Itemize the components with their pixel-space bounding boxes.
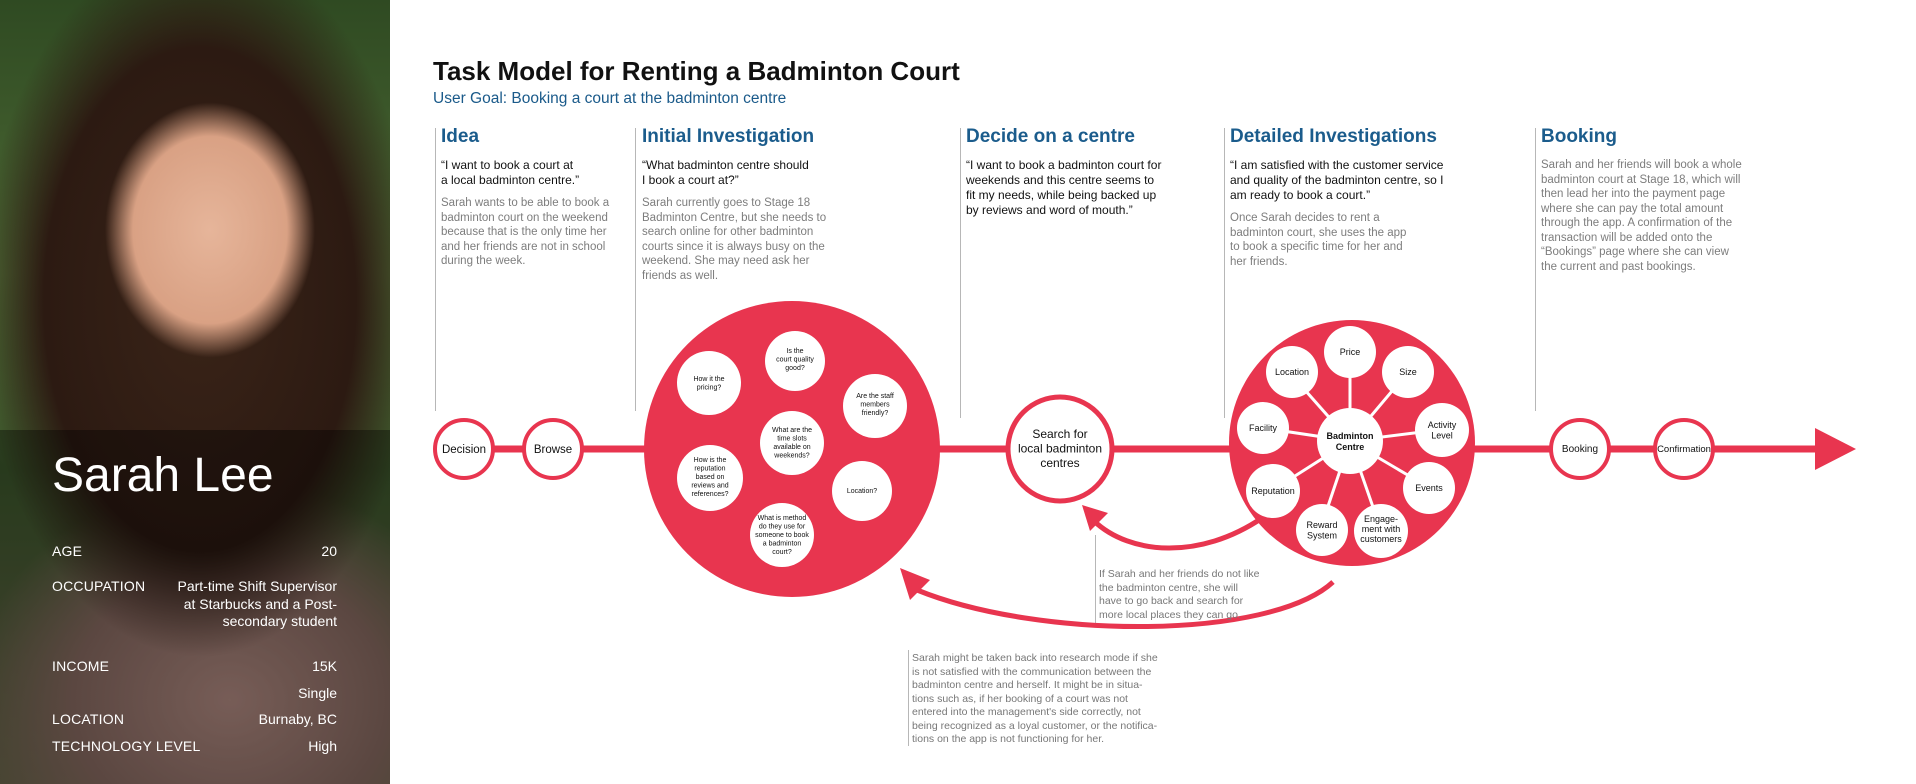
factor-bubble <box>1415 403 1469 457</box>
centre-hub <box>1317 408 1383 474</box>
loop-back-arrow-research-head <box>900 568 930 600</box>
phase-title: Booking <box>1541 126 1617 147</box>
note-loop-back-search: If Sarah and her friends do not like the… <box>1099 568 1260 621</box>
phase-divider <box>435 128 436 411</box>
question-bubble <box>832 461 892 521</box>
step-booking-label: Booking <box>1562 444 1598 455</box>
persona-key: INCOME <box>52 658 110 674</box>
persona-value: Burnaby, BC <box>258 711 337 727</box>
step-booking-circle <box>1549 418 1611 480</box>
factor-label: Reputation <box>1251 486 1295 496</box>
phase-booking: Booking Sarah and her friends will book … <box>1541 126 1781 274</box>
phase-description: Sarah wants to be able to book a badmint… <box>441 197 610 267</box>
persona-name: Sarah Lee <box>52 449 274 502</box>
question-bubble <box>750 503 814 567</box>
phase-description: Sarah currently goes to Stage 18 Badmint… <box>642 197 827 282</box>
persona-key: TECHNOLOGY LEVEL <box>52 738 201 754</box>
persona-value: Part-time Shift Supervisor at Starbucks … <box>177 578 338 629</box>
persona-value: High <box>308 738 337 754</box>
question-bubble <box>760 411 824 475</box>
phase-quote: “What badminton centre should I book a c… <box>642 158 809 187</box>
step-decision-label: Decision <box>442 444 486 456</box>
phase-description: Once Sarah decides to rent a badminton c… <box>1230 212 1407 268</box>
persona-panel: Sarah Lee AGE 20 OCCUPATION Part-time Sh… <box>0 0 390 784</box>
step-confirmation-circle <box>1653 418 1715 480</box>
factor-bubble <box>1246 464 1300 518</box>
note-divider <box>1095 535 1096 625</box>
factor-label: Price <box>1340 347 1361 357</box>
step-confirmation-label: Confirmation <box>1657 444 1711 455</box>
step-browse-circle <box>522 418 584 480</box>
factor-label: Location <box>1275 367 1309 377</box>
phase-description: Sarah and her friends will book a whole … <box>1541 159 1742 273</box>
factor-bubble <box>1403 462 1455 514</box>
page-subtitle: User Goal: Booking a court at the badmin… <box>433 90 787 107</box>
timeline-arrow-head <box>1815 428 1856 470</box>
phase-initial-investigation: Initial Investigation “What badminton ce… <box>642 126 842 283</box>
phase-divider <box>960 128 961 418</box>
phase-title: Detailed Investigations <box>1230 126 1437 147</box>
factor-label: Events <box>1415 483 1443 493</box>
phase-quote: “I want to book a badminton court for we… <box>966 158 1162 217</box>
persona-key: AGE <box>52 543 83 559</box>
factor-label: Size <box>1399 367 1417 377</box>
phase-quote: “I want to book a court at a local badmi… <box>441 158 580 187</box>
factor-bubble <box>1266 346 1318 398</box>
phase-detailed-investigations: Detailed Investigations “I am satisfied … <box>1230 126 1470 269</box>
factor-label: Facility <box>1249 423 1278 433</box>
phase-divider <box>1224 128 1225 418</box>
phase-divider <box>1535 128 1536 411</box>
question-label: Location? <box>847 488 877 495</box>
step-browse-label: Browse <box>534 444 572 456</box>
phase-decide-centre: Decide on a centre “I want to book a bad… <box>966 126 1186 226</box>
step-decision-circle <box>433 418 495 480</box>
phase-title: Idea <box>441 126 480 147</box>
step-search-circle <box>1005 394 1115 504</box>
question-bubble <box>765 331 825 391</box>
phase-title: Initial Investigation <box>642 126 815 147</box>
phase-quote: “I am satisfied with the customer servic… <box>1230 158 1444 202</box>
factor-bubble <box>1237 402 1289 454</box>
factor-bubble <box>1324 326 1376 378</box>
persona-key: OCCUPATION <box>52 578 146 594</box>
persona-value: 15K <box>312 658 337 674</box>
question-bubble <box>843 374 907 438</box>
factor-bubble <box>1382 346 1434 398</box>
loop-back-arrow-research <box>916 580 1335 629</box>
phase-idea: Idea “I want to book a court at a local … <box>441 126 641 269</box>
phase-divider <box>635 128 636 411</box>
question-bubble <box>677 351 741 415</box>
loop-back-arrow-search <box>1092 515 1264 551</box>
factor-bubble <box>1296 504 1348 556</box>
page-title: Task Model for Renting a Badminton Court <box>433 56 960 86</box>
factor-bubble <box>1354 504 1408 558</box>
loop-back-arrow-search-head <box>1082 505 1108 531</box>
persona-value: Single <box>298 685 337 701</box>
persona-overlay <box>0 430 390 784</box>
persona-key: LOCATION <box>52 711 125 727</box>
note-loop-back-research: Sarah might be taken back into research … <box>912 652 1158 745</box>
persona-value: 20 <box>321 543 337 559</box>
phase-title: Decide on a centre <box>966 126 1135 147</box>
question-bubble <box>677 445 743 511</box>
note-divider <box>908 650 909 746</box>
